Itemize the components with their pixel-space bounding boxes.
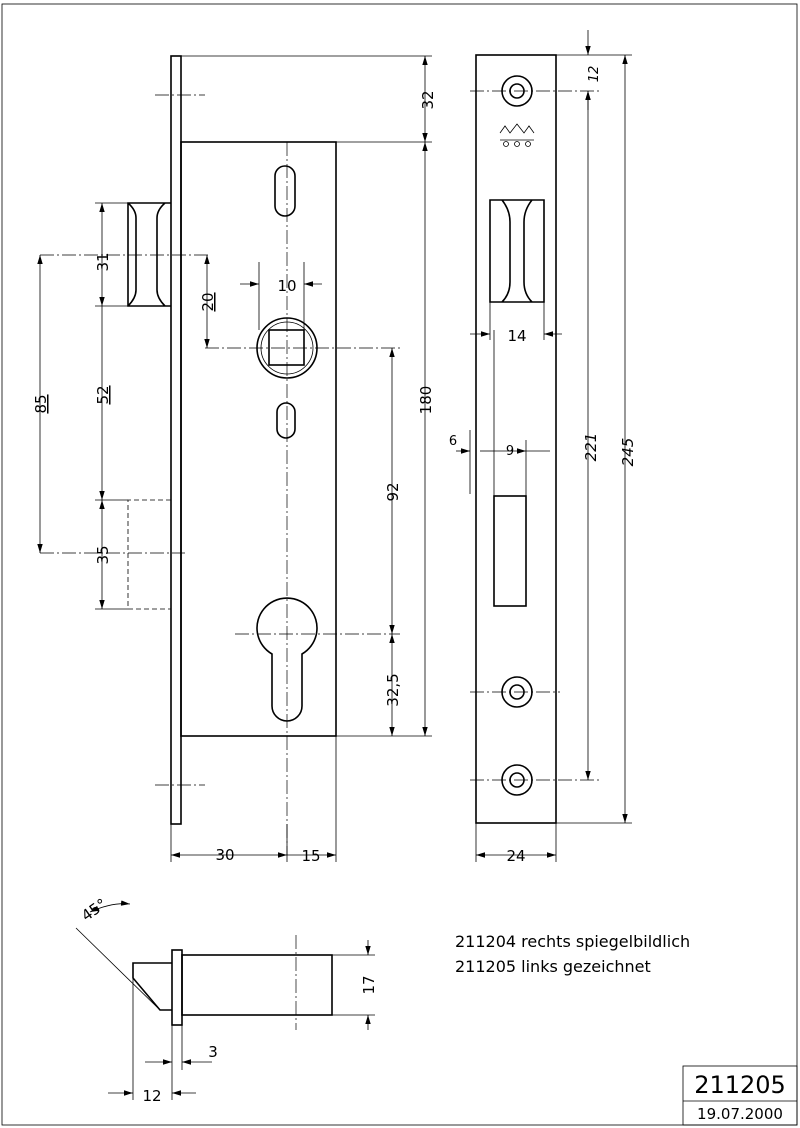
square-spindle-hole	[268, 329, 305, 366]
middle-slot	[276, 402, 296, 439]
latch-flange	[171, 949, 183, 1026]
lock-case-front-view	[40, 55, 400, 855]
face-plate	[475, 54, 557, 824]
dim-plate-6: 6	[449, 434, 457, 449]
latch-detail-view: 45° 17 3 12	[75, 895, 378, 1105]
dim-backset: 30	[215, 846, 234, 864]
cylinder-cutout	[256, 597, 318, 722]
top-slot	[274, 165, 296, 217]
bolt-opening	[489, 199, 545, 303]
dim-bolt-offset: 20	[199, 292, 217, 311]
dim-plate-9: 9	[506, 444, 514, 459]
dim-latch-height: 35	[94, 545, 112, 564]
dim-latch-17: 17	[360, 975, 378, 994]
crown-logo	[499, 123, 535, 147]
dim-front-top: 32	[419, 90, 437, 109]
front-dimensions: 32 180 31 52 35 85 20 10 92 32,5 30 15	[32, 55, 437, 865]
title-block: 211205 19.07.2000	[682, 1065, 798, 1126]
face-plate-strip	[170, 55, 182, 825]
dim-handle-width: 10	[277, 277, 296, 295]
latch-opening	[493, 495, 527, 607]
dim-bolt-height: 31	[94, 252, 112, 271]
face-plate-view	[470, 54, 600, 824]
dead-bolt	[127, 202, 171, 307]
note-line-2: 211205 links gezeichnet	[455, 957, 651, 976]
dim-angle: 45°	[78, 895, 110, 925]
latch-bolt	[127, 499, 171, 610]
drawing-date: 19.07.2000	[697, 1105, 783, 1123]
lock-case-body	[180, 141, 337, 737]
dim-cylinder-distance: 92	[384, 482, 402, 501]
dim-plate-221: 221	[582, 433, 600, 462]
dim-plate-width: 24	[506, 847, 525, 865]
dim-half-width: 15	[301, 847, 320, 865]
dim-spacing-85: 85	[32, 394, 50, 413]
dim-plate-top: 12	[587, 66, 602, 83]
latch-body	[181, 954, 333, 1016]
sheet-border	[1, 3, 798, 1126]
dim-spacing-52: 52	[94, 385, 112, 404]
dim-plate-245: 245	[619, 438, 637, 467]
face-plate-dimensions: 12 221 245 14 6 9 24	[449, 30, 637, 865]
dim-cylinder-offset: 32,5	[384, 673, 402, 706]
dim-latch-12: 12	[142, 1087, 161, 1105]
dim-front-height: 180	[417, 386, 435, 415]
drawing-number: 211205	[694, 1071, 786, 1099]
dim-plate-14: 14	[507, 327, 526, 345]
note-line-1: 211204 rechts spiegelbildlich	[455, 932, 690, 951]
dim-latch-3: 3	[208, 1043, 218, 1061]
